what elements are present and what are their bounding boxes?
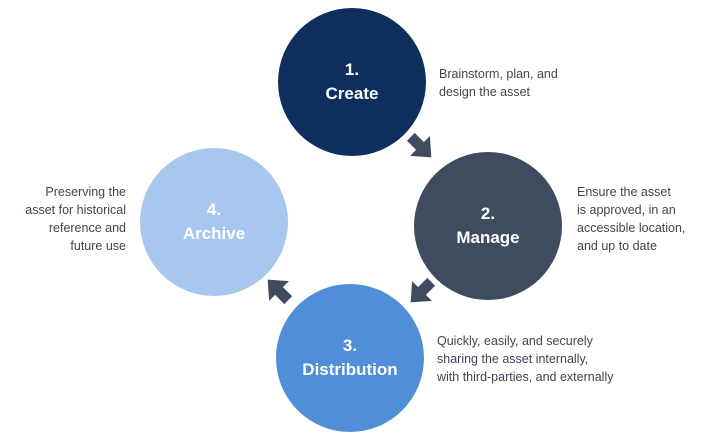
description-line: is approved, in an — [577, 203, 676, 217]
description-line: asset for historical — [25, 203, 126, 217]
description-line: reference and — [48, 221, 126, 235]
description-line: and up to date — [577, 239, 657, 253]
description-line: Preserving the — [45, 185, 126, 199]
step-distribution-description: Quickly, easily, and securely sharing th… — [437, 332, 667, 386]
step-name: Archive — [182, 224, 246, 243]
step-create-circle: 1. Create — [278, 8, 426, 156]
step-archive-circle: 4. Archive — [140, 148, 288, 296]
step-number: 3. — [342, 336, 358, 355]
step-name: Distribution — [302, 360, 398, 379]
step-manage-circle: 2. Manage — [414, 152, 562, 300]
description-line: Ensure the asset — [577, 185, 671, 199]
description-line: Quickly, easily, and securely — [437, 334, 593, 348]
description-line: accessible location, — [577, 221, 686, 235]
arrow-icon — [410, 277, 436, 303]
step-number: 4. — [206, 200, 222, 219]
step-distribution-circle: 3. Distribution — [276, 284, 424, 432]
description-line: with third-parties, and externally — [437, 370, 614, 384]
step-archive-description: Preserving the asset for historical refe… — [8, 183, 126, 255]
description-line: Brainstorm, plan, and — [439, 67, 558, 81]
step-name: Manage — [456, 228, 520, 247]
step-number: 1. — [344, 60, 360, 79]
description-line: future use — [70, 239, 126, 253]
description-line: design the asset — [439, 85, 531, 99]
description-line: sharing the asset internally, — [437, 352, 589, 366]
step-name: Create — [325, 84, 379, 103]
arrow-icon — [406, 132, 432, 158]
arrow-icon — [267, 279, 293, 305]
step-number: 2. — [480, 204, 496, 223]
step-manage-description: Ensure the asset is approved, in an acce… — [577, 183, 707, 255]
step-create-description: Brainstorm, plan, and design the asset — [439, 65, 639, 101]
